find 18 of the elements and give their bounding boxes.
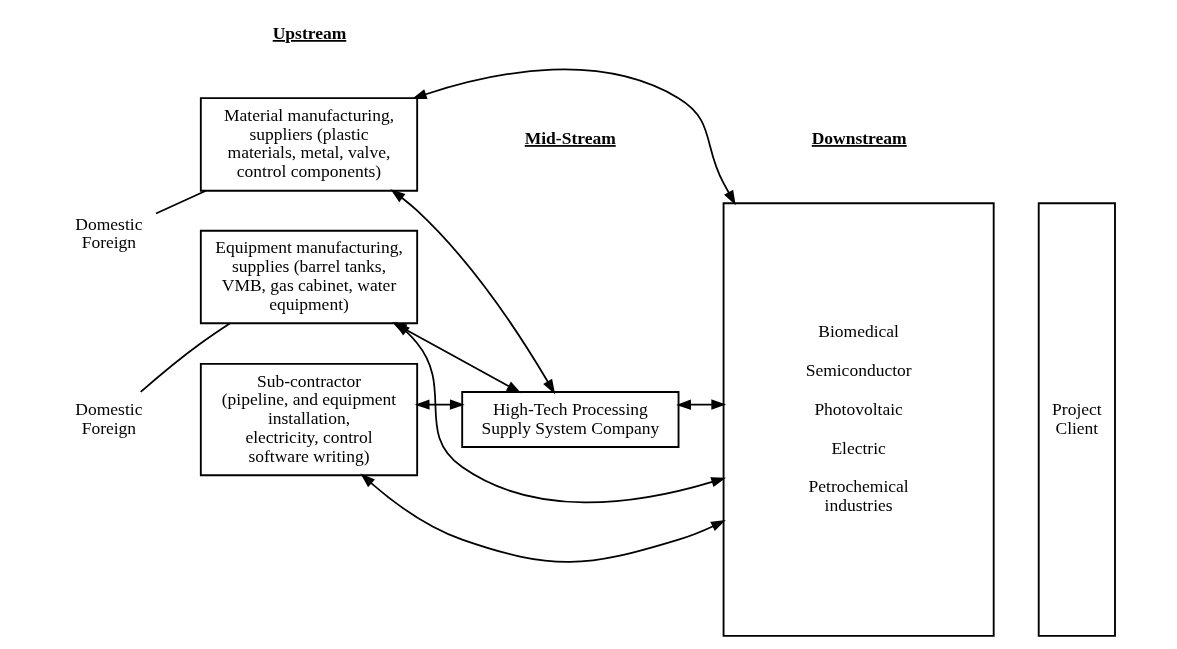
arrow: [676, 399, 727, 410]
label: Downstream: [811, 128, 907, 149]
label: Mid-Stream: [524, 128, 616, 149]
arrow: [414, 399, 465, 410]
arrow: [360, 473, 726, 563]
node-text: Domestic Foreign: [75, 213, 143, 253]
node-box: Equipment manufacturing, supplies (barrel tanks, VMB, gas cabinet, water equipment): [199, 229, 419, 325]
connector: [139, 322, 231, 393]
label: Upstream: [272, 22, 347, 43]
node-text: Domestic Foreign: [75, 398, 143, 438]
connector: [155, 189, 207, 215]
node-box: Sub-contractor (pipeline, and equipment installation, electricity, control software writing): [199, 362, 419, 477]
node-box: Project Client: [1037, 202, 1116, 637]
arrow: [395, 321, 726, 504]
node-box: High-Tech Processing Supply System Company: [461, 391, 680, 448]
arrow: [411, 68, 736, 206]
node-box: Material manufacturing, suppliers (plastic materials, metal, valve, control components): [199, 97, 419, 192]
node-box: Biomedical Semiconductor Photovoltaic Electric Petrochemical industries: [722, 202, 995, 637]
